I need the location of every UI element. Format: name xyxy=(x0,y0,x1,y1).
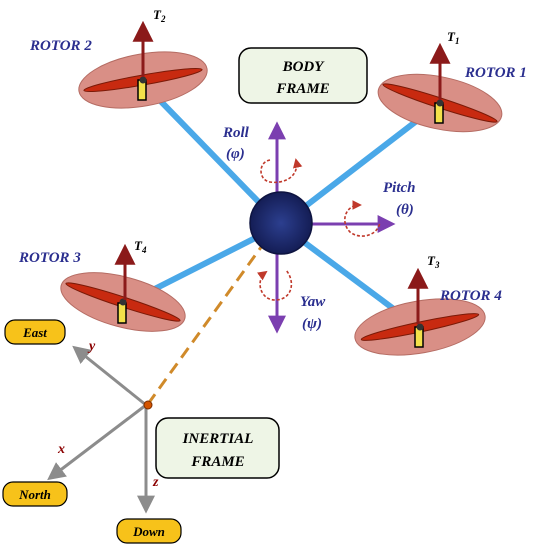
rotor-3-label: ROTOR 3 xyxy=(18,250,81,266)
rotor-1 xyxy=(377,42,503,133)
yaw-label: Yaw xyxy=(300,294,326,310)
rotor-4-label: ROTOR 4 xyxy=(439,288,502,304)
inertial-frame-line-1: INERTIAL xyxy=(182,431,254,447)
thrust-t1-subscript: 1 xyxy=(455,36,460,46)
quadrotor-center-hub xyxy=(249,191,313,255)
east-label: East xyxy=(22,325,47,340)
arm-rotor-1 xyxy=(278,100,443,228)
rotor-2-hub xyxy=(139,76,147,84)
rotation-indicators xyxy=(256,158,381,301)
inertial-frame-box-bg xyxy=(155,417,280,479)
inertial-axes xyxy=(47,345,155,514)
thrust-t2-label: T2 xyxy=(153,7,166,24)
yaw-rotation-arrow xyxy=(256,269,293,301)
inertial-x-label: x xyxy=(57,442,65,457)
body-frame-box-bg xyxy=(238,47,368,104)
down-direction-box: Down xyxy=(116,518,182,544)
roll-label: Roll xyxy=(222,125,250,141)
inertial-y-axis xyxy=(72,345,147,407)
roll-rotation-arrow xyxy=(260,158,303,184)
north-direction-box: North xyxy=(2,481,68,507)
down-label: Down xyxy=(132,524,165,539)
rotor-3-hub xyxy=(119,298,127,306)
thrust-t4-subscript: 4 xyxy=(141,245,147,255)
east-box-bg xyxy=(4,319,66,345)
rotor-4 xyxy=(354,267,486,356)
north-box-bg xyxy=(2,481,68,507)
rotor-3 xyxy=(60,243,186,332)
inertial-frame-line-2: FRAME xyxy=(190,454,244,470)
east-direction-box: East xyxy=(4,319,66,345)
rotor-1-label: ROTOR 1 xyxy=(464,65,527,81)
thrust-t4-label: T4 xyxy=(134,238,147,255)
roll-symbol: (φ) xyxy=(226,146,245,162)
body-frame-line-1: BODY xyxy=(282,59,326,75)
inertial-z-label: z xyxy=(152,475,159,490)
thrust-t3-subscript: 3 xyxy=(434,260,440,270)
inertial-origin xyxy=(143,400,153,410)
thrust-t1-label: T1 xyxy=(447,29,459,46)
thrust-t3-label: T3 xyxy=(427,253,440,270)
rotor-1-hub xyxy=(436,99,444,107)
body-frame-line-2: FRAME xyxy=(275,81,329,97)
pitch-label: Pitch xyxy=(383,180,416,196)
rotor-4-hub xyxy=(416,323,424,331)
north-label: North xyxy=(18,487,51,502)
rotor-2-label: ROTOR 2 xyxy=(29,38,92,54)
inertial-frame-box: INERTIAL FRAME xyxy=(155,417,280,479)
down-box-bg xyxy=(116,518,182,544)
inertial-x-axis xyxy=(47,403,147,481)
inertial-y-label: y xyxy=(87,339,96,354)
pitch-rotation-arrow xyxy=(344,200,381,237)
body-frame-box: BODY FRAME xyxy=(238,47,368,104)
pitch-symbol: (θ) xyxy=(396,202,414,218)
yaw-symbol: (ψ) xyxy=(302,316,322,332)
rotor-3-motor xyxy=(117,302,127,324)
position-vector-dashed xyxy=(146,231,274,405)
rotor-2 xyxy=(78,20,208,109)
thrust-t2-subscript: 2 xyxy=(160,14,166,24)
